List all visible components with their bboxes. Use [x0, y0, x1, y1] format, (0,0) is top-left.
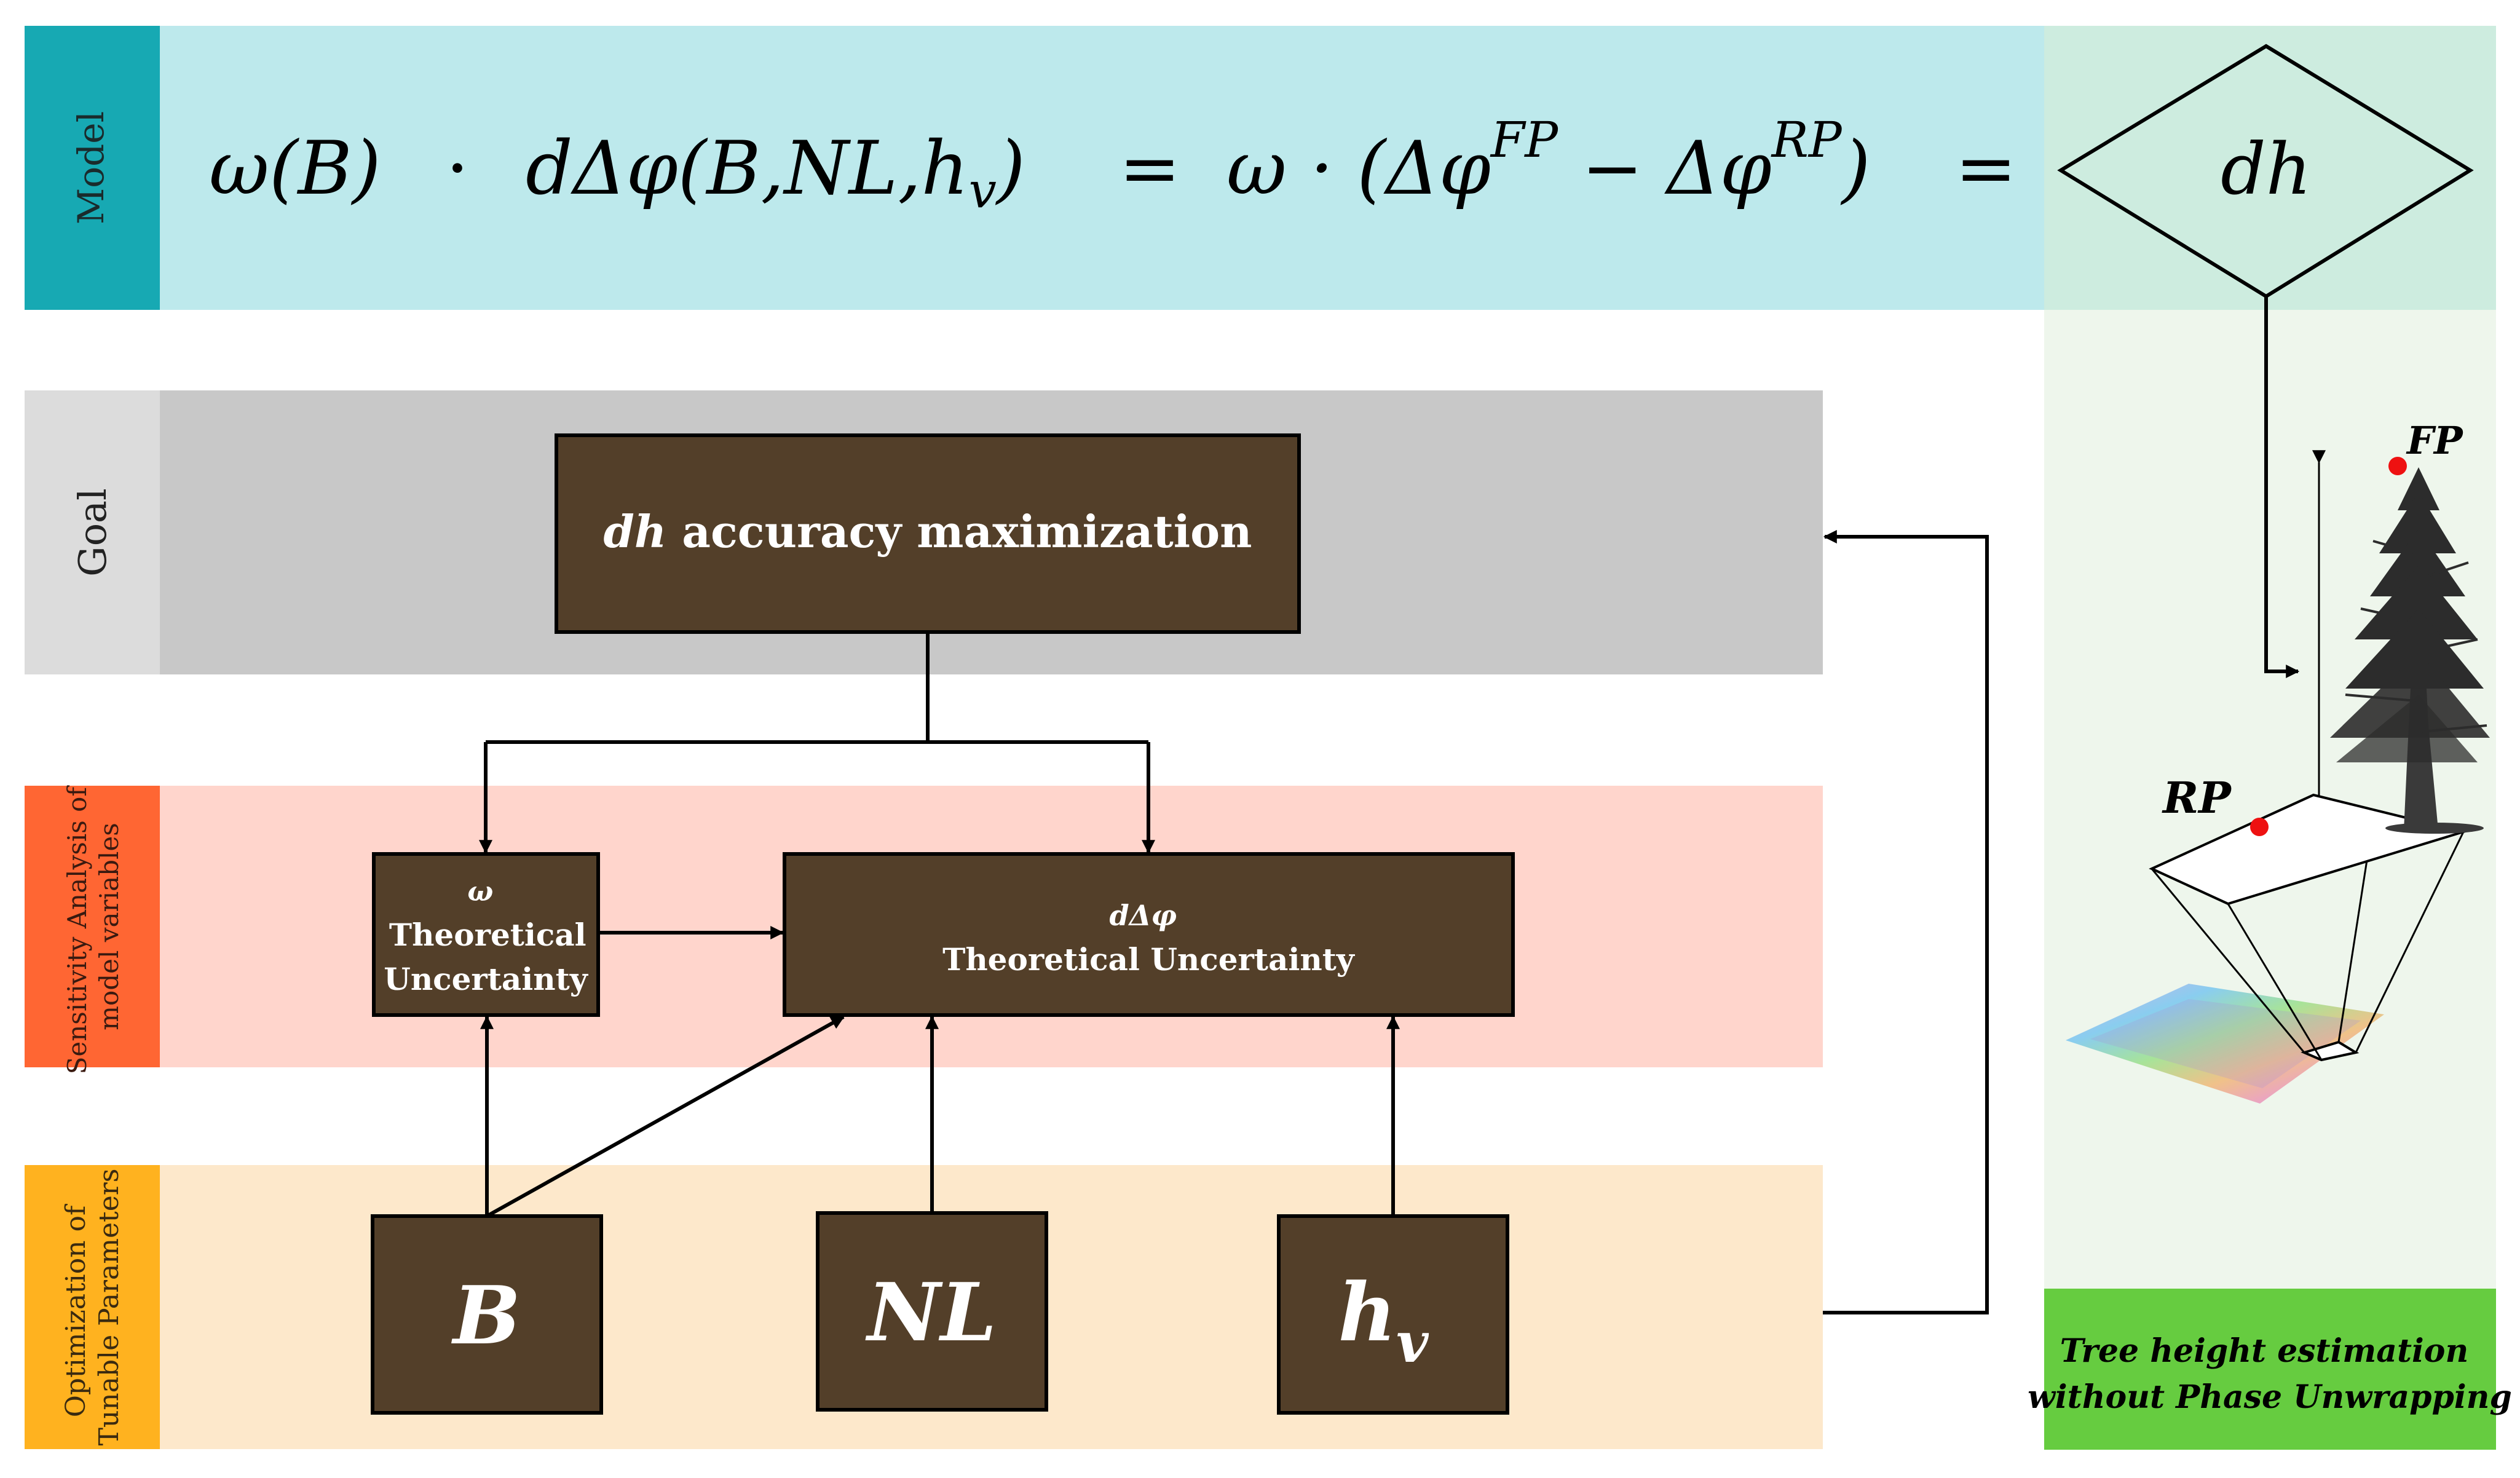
- goal-tab: [25, 390, 160, 674]
- param-hv-main: h: [1338, 1265, 1397, 1359]
- caption-line-1: Tree height estimation: [2060, 1332, 2469, 1370]
- eq-rhs-fp: FP: [1490, 111, 1559, 168]
- caption-text: Tree height estimation without Phase Unw…: [2028, 1332, 2512, 1416]
- caption-band: [2044, 1289, 2496, 1450]
- sensitivity-label-2: model variables: [94, 823, 124, 1030]
- goal-box-rest: accuracy maximization: [666, 505, 1252, 558]
- dphi-line-1: Theoretical Uncertainty: [942, 941, 1356, 978]
- insar-illustration: FP RP: [2066, 418, 2490, 1104]
- interferogram-map-shade: [2090, 999, 2361, 1088]
- model-equation: ω(B) · dΔφ(B,NL,hv) = ω · (ΔφFP − ΔφRP) …: [209, 111, 2017, 219]
- tree-branches: [2345, 540, 2487, 733]
- param-hv-sub: v: [1396, 1310, 1429, 1375]
- caption-line-2: without Phase Unwrapping: [2028, 1378, 2512, 1416]
- eq-rhs-close: ): [1840, 126, 1871, 211]
- eq-dphi-sub: v: [969, 162, 997, 219]
- eq-rhs-minus: − Δφ: [1558, 126, 1772, 211]
- omega-line-1: Theoretical: [389, 917, 587, 953]
- omega-symbol: ω: [467, 876, 493, 907]
- param-nl-box: [816, 1211, 1048, 1412]
- goal-box-italic: dh: [604, 505, 667, 558]
- eq-omega-b: ω(B): [209, 126, 381, 211]
- dphi-symbol: dΔφ: [1110, 899, 1177, 932]
- fp-marker: [2388, 457, 2407, 475]
- arrow-b-to-dphi: [486, 1015, 845, 1218]
- optimization-label-1: Optimization of: [60, 1204, 92, 1417]
- sensitivity-label: Sensitivity Analysis of model variables: [62, 779, 124, 1075]
- param-nl-label: NL: [865, 1265, 997, 1359]
- optimization-label: Optimization of Tunable Parameters: [60, 1169, 125, 1446]
- param-b-box: [371, 1214, 603, 1415]
- tree-foliage: [2330, 467, 2490, 762]
- diamond-to-tree-arrow: [2264, 296, 2300, 678]
- omega-line-2: Uncertainty: [384, 961, 588, 997]
- omega-box-text: ω Theoretical Uncertainty: [384, 872, 597, 997]
- goal-label: Goal: [70, 488, 115, 577]
- param-hv-label: hv: [1338, 1265, 1430, 1375]
- eq-dphi-close: ): [995, 126, 1025, 211]
- eq-equals-1: =: [1119, 126, 1181, 211]
- eq-rhs-rp: RP: [1771, 111, 1843, 168]
- optimization-label-2: Tunable Parameters: [93, 1169, 125, 1446]
- interferogram-map: [2066, 984, 2384, 1104]
- param-b-label: B: [451, 1268, 521, 1362]
- dphi-box: [783, 852, 1515, 1017]
- omega-box: [372, 852, 600, 1017]
- model-tab: [25, 26, 160, 310]
- optimization-tab: [25, 1165, 160, 1449]
- sensitivity-label-1: Sensitivity Analysis of: [62, 785, 92, 1075]
- connectors: [479, 296, 2326, 1314]
- param-hv-box: [1277, 1214, 1509, 1415]
- dh-diamond-label: dh: [2221, 128, 2312, 211]
- eq-dot: ·: [446, 126, 469, 211]
- eq-equals-2: =: [1955, 126, 2017, 211]
- model-band: [25, 26, 2044, 310]
- fp-label: FP: [2406, 418, 2464, 463]
- eq-rhs-start: ω · (Δφ: [1226, 126, 1491, 211]
- goal-box-text: dh accuracy maximization: [604, 505, 1252, 558]
- eq-dphi: dΔφ(B,NL,h: [526, 126, 969, 211]
- model-label: Model: [70, 111, 112, 224]
- feedback-loop-arrow: [1823, 530, 1989, 1314]
- sensitivity-tab: [25, 786, 160, 1067]
- rp-label: RP: [2162, 772, 2232, 823]
- dphi-box-text: dΔφ Theoretical Uncertainty: [942, 896, 1356, 978]
- rp-marker: [2250, 818, 2269, 836]
